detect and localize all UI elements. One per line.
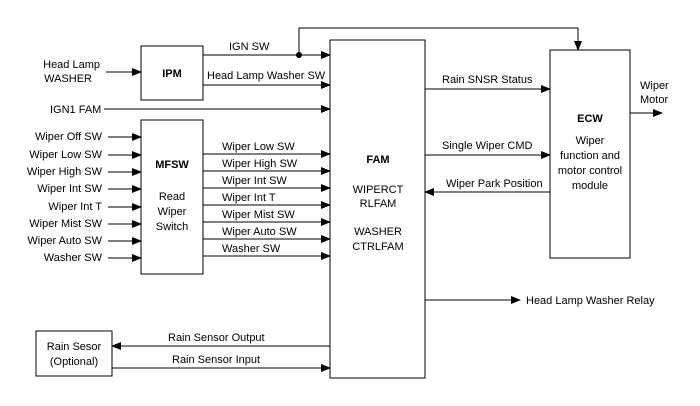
rain-sensor-input-label: Rain Sensor Input: [172, 354, 260, 366]
mfsw-input-label: Wiper Off SW: [35, 131, 103, 143]
mfsw-input-label: Wiper Int T: [48, 201, 102, 213]
mfsw-input-label: Wiper Int SW: [37, 183, 102, 195]
head-lamp-washer-label-1: Head Lamp: [43, 59, 100, 71]
wiper-motor-label-2: Motor: [640, 94, 668, 106]
ign-sw-label: IGN SW: [229, 41, 270, 53]
head-lamp-washer-relay-output: Head Lamp Washer Relay: [425, 295, 655, 307]
rain-snsr-status-label: Rain SNSR Status: [442, 74, 533, 86]
rain-sensor-input-signal: Rain Sensor Input: [112, 354, 331, 372]
rain-sensor-output-label: Rain Sensor Output: [168, 332, 265, 344]
ign1-fam-label: IGN1 FAM: [50, 104, 101, 116]
mfsw-input-4: Wiper Int T: [48, 201, 142, 213]
mfsw-output-label: Wiper Auto SW: [222, 226, 297, 238]
wiper-park-position-label: Wiper Park Position: [446, 178, 543, 190]
mfsw-output-4: Wiper Mist SW: [203, 209, 331, 226]
mfsw-block: MFSW Read Wiper Switch: [140, 119, 204, 275]
rain-snsr-status-signal: Rain SNSR Status: [425, 74, 551, 93]
mfsw-input-label: Wiper High SW: [27, 166, 103, 178]
mfsw-output-5: Wiper Auto SW: [203, 226, 331, 243]
ecw-desc-3: motor control: [558, 165, 622, 177]
ign-sw-to-ecw-arrow: [298, 27, 582, 55]
mfsw-input-7: Washer SW: [44, 252, 142, 264]
mfsw-output-label: Washer SW: [222, 243, 281, 255]
mfsw-input-6: Wiper Auto SW: [27, 235, 142, 247]
ipm-block: IPM: [140, 45, 204, 101]
mfsw-output-label: Wiper Int SW: [222, 175, 287, 187]
mfsw-output-label: Wiper Mist SW: [222, 209, 295, 221]
fam-block: FAM WIPERCT RLFAM WASHER CTRLFAM: [329, 39, 426, 379]
mfsw-output-1: Wiper High SW: [203, 158, 331, 175]
mfsw-input-3: Wiper Int SW: [37, 183, 142, 195]
mfsw-desc-2: Wiper: [158, 206, 187, 218]
mfsw-output-label: Wiper High SW: [222, 158, 298, 170]
rain-sensor-output-signal: Rain Sensor Output: [111, 332, 330, 350]
mfsw-input-1: Wiper Low SW: [29, 149, 142, 161]
single-wiper-cmd-label: Single Wiper CMD: [442, 140, 533, 152]
mfsw-input-0: Wiper Off SW: [35, 131, 142, 143]
fam-desc-4: WASHER: [354, 226, 402, 238]
mfsw-output-3: Wiper Int T: [203, 192, 331, 209]
rain-sensor-line-1: Rain Sesor: [47, 341, 102, 353]
mfsw-input-2: Wiper High SW: [27, 166, 142, 178]
ign1-fam-input: IGN1 FAM: [50, 104, 331, 116]
ecw-desc-4: module: [572, 180, 608, 192]
mfsw-output-2: Wiper Int SW: [203, 175, 331, 192]
ipm-title: IPM: [162, 68, 182, 80]
mfsw-desc-3: Switch: [156, 221, 188, 233]
mfsw-input-label: Wiper Auto SW: [27, 235, 102, 247]
ecw-desc-1: Wiper: [576, 135, 605, 147]
rain-sensor-block: Rain Sesor (Optional): [35, 330, 113, 377]
ign-sw-signal: IGN SW: [203, 27, 582, 59]
wiper-motor-label-1: Wiper: [640, 80, 669, 92]
mfsw-input-label: Wiper Low SW: [29, 149, 102, 161]
fam-title: FAM: [366, 154, 389, 166]
fam-desc-1: WIPERCT: [353, 184, 404, 196]
rain-sensor-line-2: (Optional): [50, 356, 98, 368]
head-lamp-washer-sw-label: Head Lamp Washer SW: [207, 70, 326, 82]
fam-desc-2: RLFAM: [360, 198, 397, 210]
mfsw-title: MFSW: [155, 159, 189, 171]
mfsw-desc-1: Read: [159, 191, 185, 203]
head-lamp-washer-relay-label: Head Lamp Washer Relay: [526, 295, 655, 307]
wiper-motor-output: Wiper Motor: [630, 80, 669, 117]
wiper-park-position-signal: Wiper Park Position: [424, 178, 550, 196]
mfsw-output-0: Wiper Low SW: [203, 141, 331, 158]
mfsw-input-label: Wiper Mist SW: [29, 218, 102, 230]
head-lamp-washer-label-2: WASHER: [44, 73, 92, 85]
mfsw-output-label: Wiper Low SW: [222, 141, 295, 153]
mfsw-output-label: Wiper Int T: [222, 192, 276, 204]
mfsw-output-6: Washer SW: [203, 243, 331, 260]
mfsw-input-label: Washer SW: [44, 252, 103, 264]
fam-desc-5: CTRLFAM: [352, 241, 403, 253]
head-lamp-washer-sw-signal: Head Lamp Washer SW: [203, 70, 331, 89]
ecw-block: ECW Wiper function and motor control mod…: [549, 49, 631, 259]
single-wiper-cmd-signal: Single Wiper CMD: [425, 140, 551, 159]
head-lamp-washer-input: Head Lamp WASHER: [43, 59, 142, 85]
ecw-desc-2: function and: [560, 150, 620, 162]
mfsw-input-5: Wiper Mist SW: [29, 218, 142, 230]
ecw-title: ECW: [577, 113, 603, 125]
